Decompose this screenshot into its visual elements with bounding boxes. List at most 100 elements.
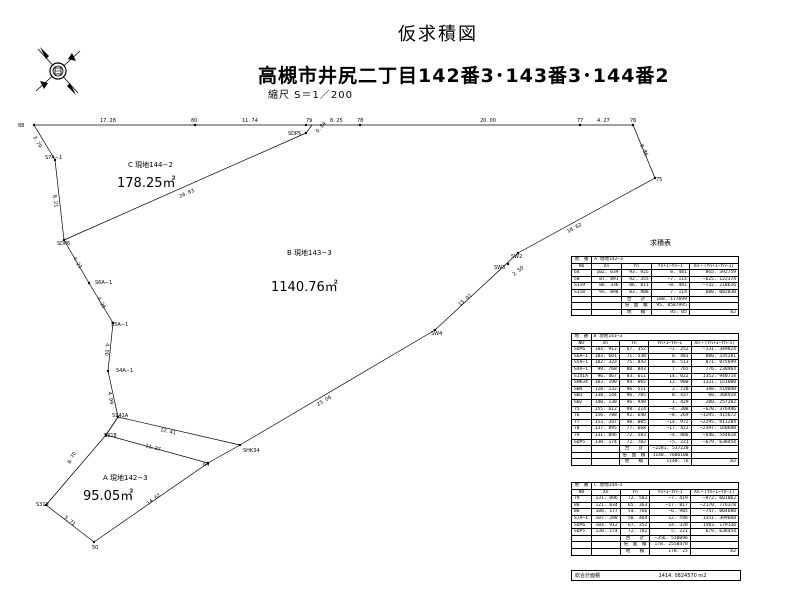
table-cell: 77. 668 [618,425,649,433]
table-cell: 131. 096 [590,431,620,440]
dimension-label: 12. 41 [160,427,177,436]
table-cell: 64 [570,269,593,277]
table-cell: 102. 039 [591,269,622,277]
table-cell: Xn・(Yn+1−Yn−1) [690,339,740,348]
table-cell: 71. 530 [618,352,649,361]
table-cell: 94. 065 [618,379,649,387]
table-cell [571,445,592,453]
table-cell: 地 積 [619,547,651,556]
scale-label: 縮尺 S＝1／200 [268,90,353,101]
table-cell: 12. 900 [647,379,692,387]
table-cell: −131. 349824 [690,346,740,354]
table-cell: 79 [571,431,592,440]
table-cell: −625. 122374 [688,275,740,284]
table-cell: Yn+1−Yn−1 [649,488,691,497]
table-cell: 96. 948 [618,398,649,407]
table-cell: 188. 177699 [650,295,690,304]
table-cell: 54. 766 [619,508,651,516]
table-cell: S5A−1 [571,359,592,367]
table-cell: 155. 612 [590,405,620,414]
table-cell [590,534,621,543]
table-cell: 14. 328 [649,521,691,530]
table-cell: S6A−1 [571,352,592,361]
table-cell: 96. 785 [618,392,649,400]
point-label: S5A−1 [111,322,128,328]
table-cell: 92. 640 [618,412,649,420]
compass-rose-icon [35,47,81,95]
table-cell [590,451,620,460]
table-cell: SDP6 [571,521,592,530]
dimension-label: 8. 86 [638,143,649,157]
table-cell: −356. 510096 [649,534,691,543]
property-address: 高槻市井尻二丁目142番3･143番3･144番2 [258,65,670,87]
table-cell: 83. 908 [620,288,652,297]
table-cell: 地 積 [618,458,649,466]
dimension-label: 4. 21 [71,256,83,270]
point-label: S6A−1 [95,280,112,286]
table-cell: SDP6 [571,346,592,354]
table-cell: 地 番 [570,256,593,264]
table-cell: Yn+1−Yn−1 [647,339,692,348]
dimension-label: 18. 62 [566,222,583,235]
table-cell: 0. 437 [647,392,692,400]
table-cell: m2 [688,308,740,317]
dimension-label: 17. 28 [100,118,116,124]
table-cell [590,445,620,453]
table-cell: C 現地144−2 [590,482,740,490]
table-cell: −2281. 537220 [647,445,692,453]
point-label: SDP5 [288,131,301,137]
table-cell [571,458,592,466]
table-cell: 72. 782 [619,528,651,536]
table-cell: 128. 132 [590,385,620,394]
point-label: S318 [104,433,117,439]
table-cell: 2. 720 [647,385,692,394]
table-cell: 178. 2550478 [649,541,691,549]
table-cell: −670. 376496 [690,405,740,414]
point-label: SW2 [511,254,522,260]
point-label: 80 [191,118,197,124]
table-cell: −1. 252 [647,346,692,354]
table-cell: 合 計 [620,295,652,304]
table-cell [590,458,620,466]
point-label: S4A−1 [116,368,133,374]
table-cell: 96. 467 [590,372,620,381]
table-cell [570,302,593,310]
dimension-label: 8. 25 [330,118,343,124]
table-cell: 865. 392759 [688,269,740,277]
lot-label-b: B 現地143−3 [287,248,332,257]
table-cell: 8. 481 [650,269,690,277]
table-cell: 7. 765 [647,365,692,374]
point-markers [32,123,657,544]
lot-area-c: 178.25㎡ [117,176,176,191]
table-cell: 880. 335281 [690,352,740,361]
table-cell: 倍 面 積 [618,451,649,460]
table-cell: 1140. 76 [647,458,692,466]
dimension-label: 3. 79 [31,135,43,149]
table-cell [688,302,740,310]
dimension-label: 8. 21 [51,194,59,207]
table-cell: 72. 782 [618,438,649,447]
table-cell: −4. 886 [647,431,692,440]
table-cell: S141A [571,372,592,381]
table-cell: S319 [570,282,593,290]
table-cell: 76 [571,412,592,420]
table-cell: A 現地142−3 [591,256,739,264]
table-cell: m2 [690,458,740,466]
dimension-label: 14. 62 [146,493,162,507]
table-cell: −8. 481 [650,282,690,290]
dimension-label: 4. 99 [106,391,114,405]
table-cell: 72. 583 [618,431,649,440]
